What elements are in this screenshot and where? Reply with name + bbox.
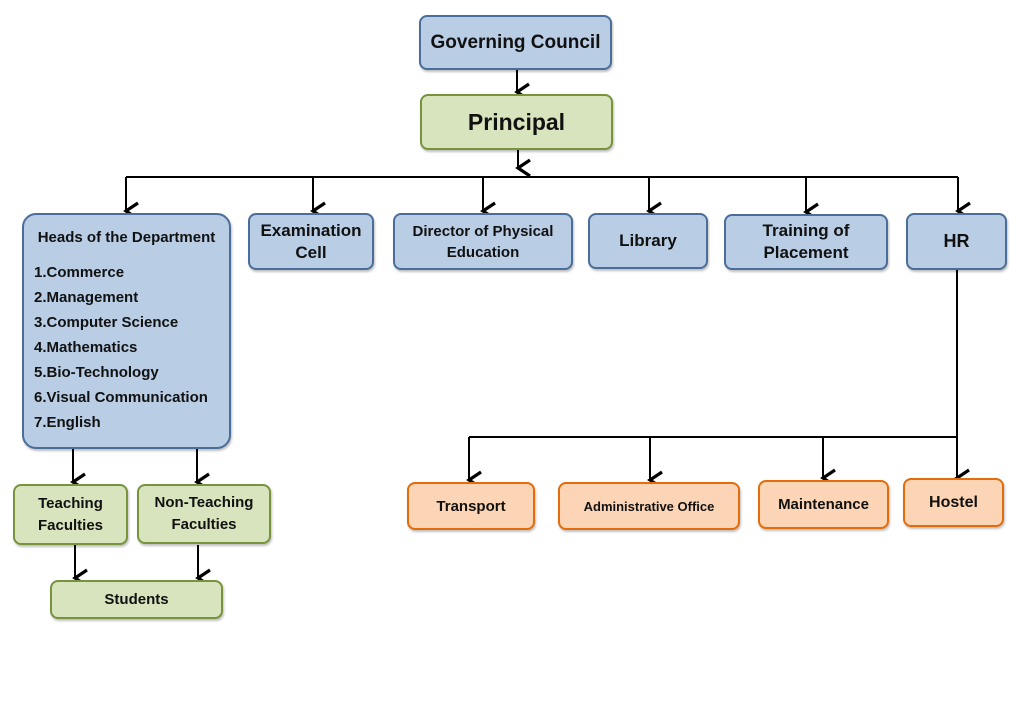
hostel-node: Hostel [903,478,1004,527]
library-label: Library [619,231,677,250]
maintenance-node: Maintenance [758,480,889,529]
principal-node: Principal [420,94,613,150]
administrative-office-node: Administrative Office [558,482,740,530]
examination-cell-label-1: Examination [260,220,362,240]
hod-title: Heads of the Department [37,229,216,246]
department-item: 7.English [34,414,101,431]
director-pe-label-2: Education [446,243,520,261]
students-label: Students [104,591,169,608]
director-physical-education-node: Director of Physical Education [393,213,573,270]
hostel-label: Hostel [929,493,978,511]
teaching-label-1: Teaching [38,494,103,512]
training-label-1: Training of [762,221,850,240]
admin-office-label: Administrative Office [583,498,715,514]
transport-label: Transport [436,497,506,515]
examination-cell-label-2: Cell [295,242,327,262]
department-item: 2.Management [34,289,139,306]
principal-label: Principal [467,108,566,135]
director-pe-label-1: Director of Physical [412,222,554,240]
department-item: 6.Visual Communication [34,389,208,406]
non-teaching-label-1: Non-Teaching [154,494,254,511]
hr-label: HR [943,231,970,251]
library-node: Library [588,213,708,269]
hr-node: HR [906,213,1007,270]
department-item: 3.Computer Science [34,314,179,331]
department-item: 4.Mathematics [34,339,138,356]
examination-cell-node: Examination Cell [248,213,374,270]
teaching-faculties-node: Teaching Faculties [13,484,128,545]
training-placement-node: Training of Placement [724,214,888,270]
governing-council-node: Governing Council [419,15,612,70]
training-label-2: Placement [763,243,849,262]
transport-node: Transport [407,482,535,530]
non-teaching-label-2: Faculties [171,516,237,533]
teaching-label-2: Faculties [37,516,104,534]
non-teaching-faculties-node: Non-Teaching Faculties [137,484,271,544]
department-item: 1.Commerce [34,264,125,281]
governing-council-label: Governing Council [430,31,601,53]
heads-of-department-node: Heads of the Department 1.Commerce 2.Man… [22,213,231,449]
students-node: Students [50,580,223,619]
maintenance-label: Maintenance [778,496,869,513]
department-item: 5.Bio-Technology [34,364,159,381]
